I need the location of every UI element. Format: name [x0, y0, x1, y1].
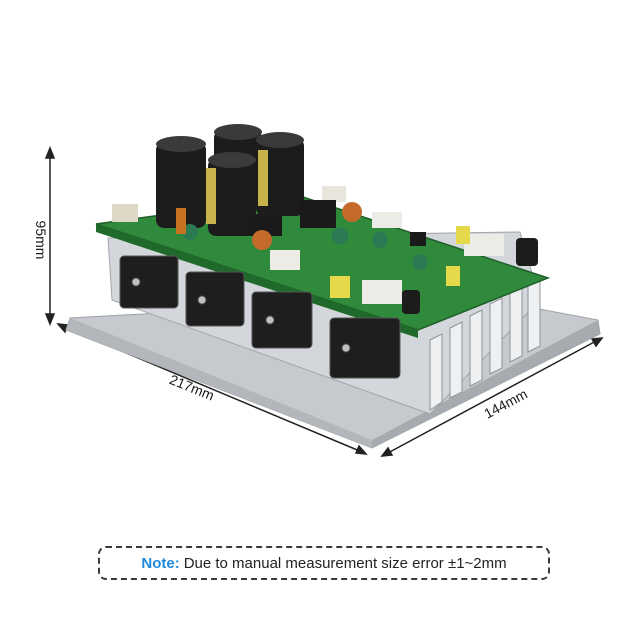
- height-label: 95mm: [33, 221, 49, 260]
- width-label: 144mm: [481, 386, 530, 422]
- note-text: Due to manual measurement size error ±1~…: [183, 554, 507, 572]
- measurement-note: Note: Due to manual measurement size err…: [98, 546, 550, 580]
- small-components: [112, 186, 538, 314]
- heatsink-fins: [429, 275, 541, 411]
- filter-capacitors: [156, 124, 304, 236]
- height-dimension-arrow: [44, 145, 56, 327]
- width-dimension-arrow: [380, 337, 604, 457]
- note-prefix: Note:: [141, 554, 180, 572]
- amplifier-board-photo: 95mm 217mm 144mm: [33, 124, 604, 457]
- power-transistors: [119, 255, 401, 379]
